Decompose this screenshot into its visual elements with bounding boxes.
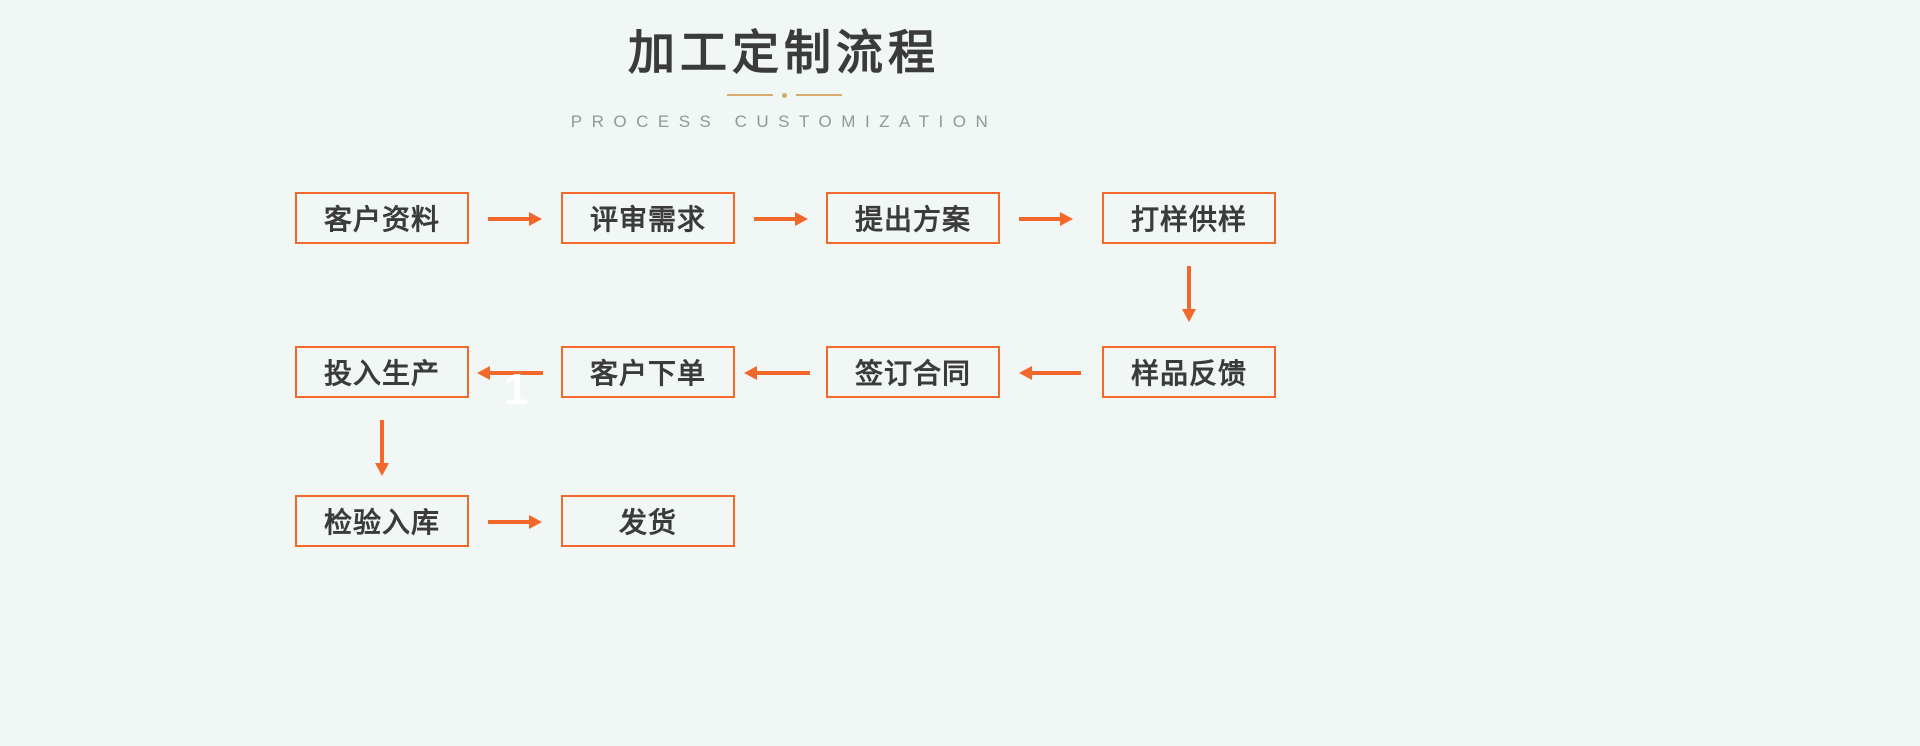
arrow-head <box>795 212 808 226</box>
ornament-line-left <box>726 94 773 97</box>
arrow-left-icon-r2-3 <box>1019 362 1081 382</box>
arrow-down-icon-r1-to-r2 <box>1179 266 1199 322</box>
arrow-head <box>477 366 490 380</box>
flow-node-sign-contract[interactable]: 签订合同 <box>826 346 1000 398</box>
arrow-shaft <box>380 420 384 465</box>
arrow-head <box>529 212 542 226</box>
stray-numeral-artifact: 1 <box>504 365 529 414</box>
flow-node-start-production[interactable]: 投入生产 <box>295 346 469 398</box>
arrow-left-icon-r2-2 <box>744 362 810 382</box>
arrow-shaft <box>754 217 797 221</box>
flow-node-customer-info[interactable]: 客户资料 <box>295 192 469 244</box>
flow-node-review-requirement[interactable]: 评审需求 <box>561 192 735 244</box>
flow-node-propose-plan[interactable]: 提出方案 <box>826 192 1000 244</box>
ornament-dot-icon <box>781 92 787 98</box>
arrow-down-icon-r2-to-r3 <box>372 420 392 476</box>
arrow-right-icon-r1-3 <box>1019 208 1073 228</box>
arrow-shaft <box>488 371 543 375</box>
flow-node-sampling-supply[interactable]: 打样供样 <box>1102 192 1276 244</box>
flow-node-customer-order[interactable]: 客户下单 <box>561 346 735 398</box>
flow-node-shipment[interactable]: 发货 <box>561 495 735 547</box>
arrow-shaft <box>1019 217 1062 221</box>
arrow-right-icon-r1-2 <box>754 208 808 228</box>
arrow-shaft <box>488 217 531 221</box>
arrow-right-icon-r1-1 <box>488 208 542 228</box>
arrow-head <box>1019 366 1032 380</box>
arrow-shaft <box>488 520 531 524</box>
arrow-shaft <box>755 371 810 375</box>
arrow-head <box>1182 309 1196 322</box>
title-ornament-divider <box>0 90 1568 100</box>
ornament-line-right <box>795 94 842 97</box>
flow-node-sample-feedback[interactable]: 样品反馈 <box>1102 346 1276 398</box>
arrow-head <box>375 463 389 476</box>
arrow-left-icon-r2-1 <box>477 362 543 382</box>
process-flow-diagram: 客户资料 评审需求 提出方案 打样供样 投入生产 1 客户下单 <box>295 192 1276 547</box>
page-subtitle: PROCESS CUSTOMIZATION <box>570 112 998 132</box>
arrow-right-icon-r3-1 <box>488 511 542 531</box>
arrow-head <box>744 366 757 380</box>
arrow-head <box>1060 212 1073 226</box>
flow-node-inspection-warehousing[interactable]: 检验入库 <box>295 495 469 547</box>
arrow-head <box>529 515 542 529</box>
page-title: 加工定制流程 <box>628 26 940 79</box>
arrow-shaft <box>1187 266 1191 311</box>
page-header: 加工定制流程 PROCESS CUSTOMIZATION <box>0 0 1568 132</box>
arrow-shaft <box>1030 371 1081 375</box>
